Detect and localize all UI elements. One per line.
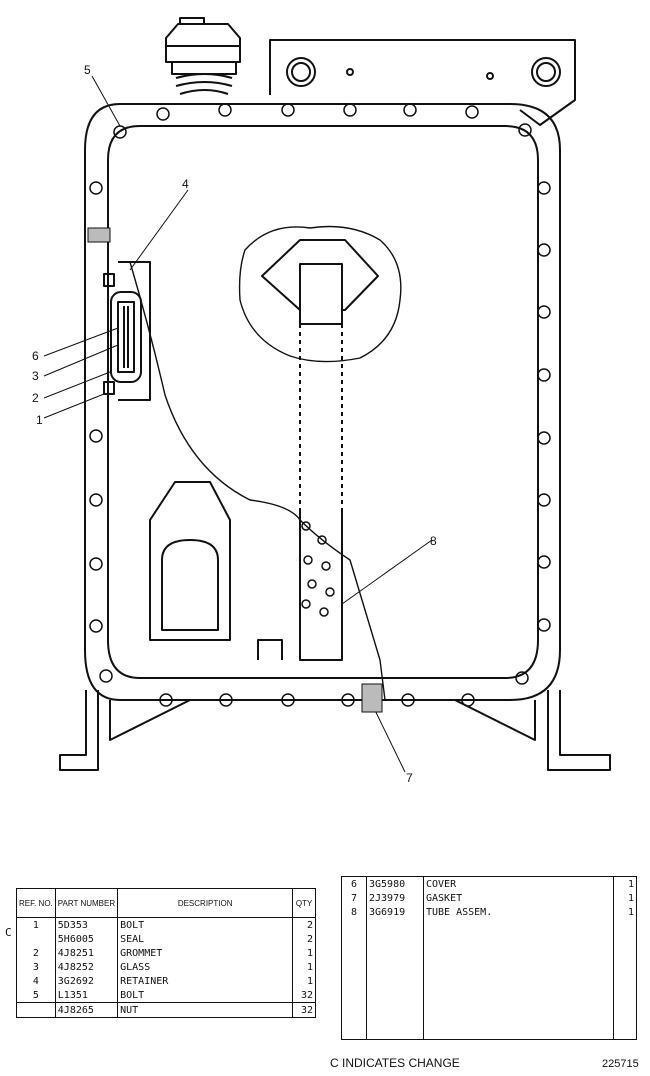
callout-1: 1 (36, 413, 43, 427)
cell-description: GLASS (117, 960, 294, 974)
cell-part-number: 2J3979 (366, 891, 424, 905)
cell-ref: 7 (341, 891, 367, 905)
cell-ref: 4 (16, 974, 56, 988)
cell-qty: 1 (292, 974, 316, 988)
cell-description: COVER (423, 876, 614, 891)
change-marker: C (5, 926, 12, 939)
callout-5: 5 (84, 63, 91, 77)
cell-qty: 1 (613, 876, 637, 891)
table-row (341, 979, 637, 999)
table-row: 1 5D353 BOLT 2 (16, 917, 316, 932)
header-part-number: PART NUMBER (54, 888, 119, 918)
cell-ref (16, 932, 56, 946)
parts-table-left: REF. NO. PART NUMBER DESCRIPTION QTY 1 5… (16, 888, 316, 1018)
cell-qty: 1 (613, 905, 637, 919)
cell-description: GASKET (423, 891, 614, 905)
table-row: 2 4J8251 GROMMET 1 (16, 946, 316, 960)
header-qty: QTY (292, 888, 316, 918)
callout-3: 3 (32, 369, 39, 383)
table-row: 5H6005 SEAL 2 (16, 932, 316, 946)
callout-2: 2 (32, 391, 39, 405)
cell-ref: 6 (341, 876, 367, 891)
cell-part-number: 4J8252 (54, 960, 119, 974)
cell-description: RETAINER (117, 974, 294, 988)
cell-description: NUT (117, 1002, 294, 1018)
callout-7: 7 (406, 771, 413, 785)
cell-qty: 1 (613, 891, 637, 905)
cell-qty: 2 (292, 932, 316, 946)
cell-part-number: 4J8265 (54, 1002, 119, 1018)
cell-part-number: 3G6919 (366, 905, 424, 919)
cell-description: SEAL (117, 932, 294, 946)
cell-qty: 1 (292, 960, 316, 974)
figure-number: 225715 (602, 1058, 639, 1070)
cell-description: BOLT (117, 917, 294, 932)
header-description: DESCRIPTION (117, 888, 294, 918)
cell-part-number: L1351 (54, 988, 119, 1003)
cell-qty: 32 (292, 1002, 316, 1018)
change-legend: C INDICATES CHANGE (330, 1056, 460, 1070)
table-row: 4J8265 NUT 32 (16, 1002, 316, 1018)
header-ref-no: REF. NO. (16, 888, 56, 918)
table-row (341, 939, 637, 959)
cell-description: BOLT (117, 988, 294, 1003)
table-row: 5 L1351 BOLT 32 (16, 988, 316, 1003)
cell-ref (16, 1002, 56, 1018)
cell-qty: 1 (292, 946, 316, 960)
table-row (341, 919, 637, 939)
cell-ref: 8 (341, 905, 367, 919)
table-row (341, 1019, 637, 1040)
table-row: 4 3G2692 RETAINER 1 (16, 974, 316, 988)
cell-part-number: 3G5980 (366, 876, 424, 891)
cell-part-number: 5D353 (54, 917, 119, 932)
cell-ref: 1 (16, 917, 56, 932)
cell-part-number: 4J8251 (54, 946, 119, 960)
callout-8: 8 (430, 534, 437, 548)
parts-table-right: 6 3G5980 COVER 1 7 2J3979 GASKET 1 8 3G6… (341, 876, 637, 1040)
callout-6: 6 (32, 349, 39, 363)
table-row (341, 959, 637, 979)
cell-ref: 3 (16, 960, 56, 974)
table-row: 8 3G6919 TUBE ASSEM. 1 (341, 905, 637, 919)
callout-4: 4 (182, 177, 189, 191)
cell-description: TUBE ASSEM. (423, 905, 614, 919)
cell-ref: 5 (16, 988, 56, 1003)
cell-qty: 32 (292, 988, 316, 1003)
table-row: 3 4J8252 GLASS 1 (16, 960, 316, 974)
table-row (341, 999, 637, 1019)
cell-part-number: 5H6005 (54, 932, 119, 946)
cell-part-number: 3G2692 (54, 974, 119, 988)
cell-qty: 2 (292, 917, 316, 932)
table-row: 7 2J3979 GASKET 1 (341, 891, 637, 905)
table-row: 6 3G5980 COVER 1 (341, 876, 637, 891)
tank-assembly-diagram (43, 17, 611, 773)
cell-description: GROMMET (117, 946, 294, 960)
table-header-row: REF. NO. PART NUMBER DESCRIPTION QTY (16, 888, 316, 918)
cell-ref: 2 (16, 946, 56, 960)
